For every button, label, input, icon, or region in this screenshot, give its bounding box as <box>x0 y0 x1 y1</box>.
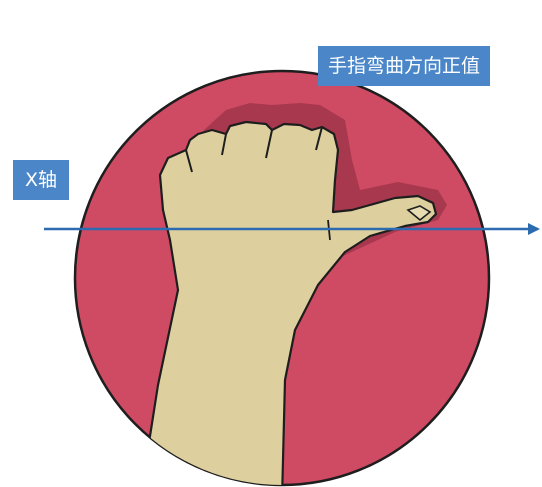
x-axis-text: X轴 <box>25 168 58 191</box>
finger-crease-2 <box>265 129 273 159</box>
thumb-nail <box>406 205 432 222</box>
finger-crease-4 <box>315 126 323 151</box>
hand-thumbs-right <box>138 120 438 485</box>
x-axis-label: X轴 <box>13 160 70 200</box>
finger-crease-3 <box>185 149 193 173</box>
finger-crease-1 <box>221 133 227 156</box>
bend-direction-text: 手指弯曲方向正值 <box>328 54 481 77</box>
bend-direction-label: 手指弯曲方向正值 <box>318 46 491 86</box>
